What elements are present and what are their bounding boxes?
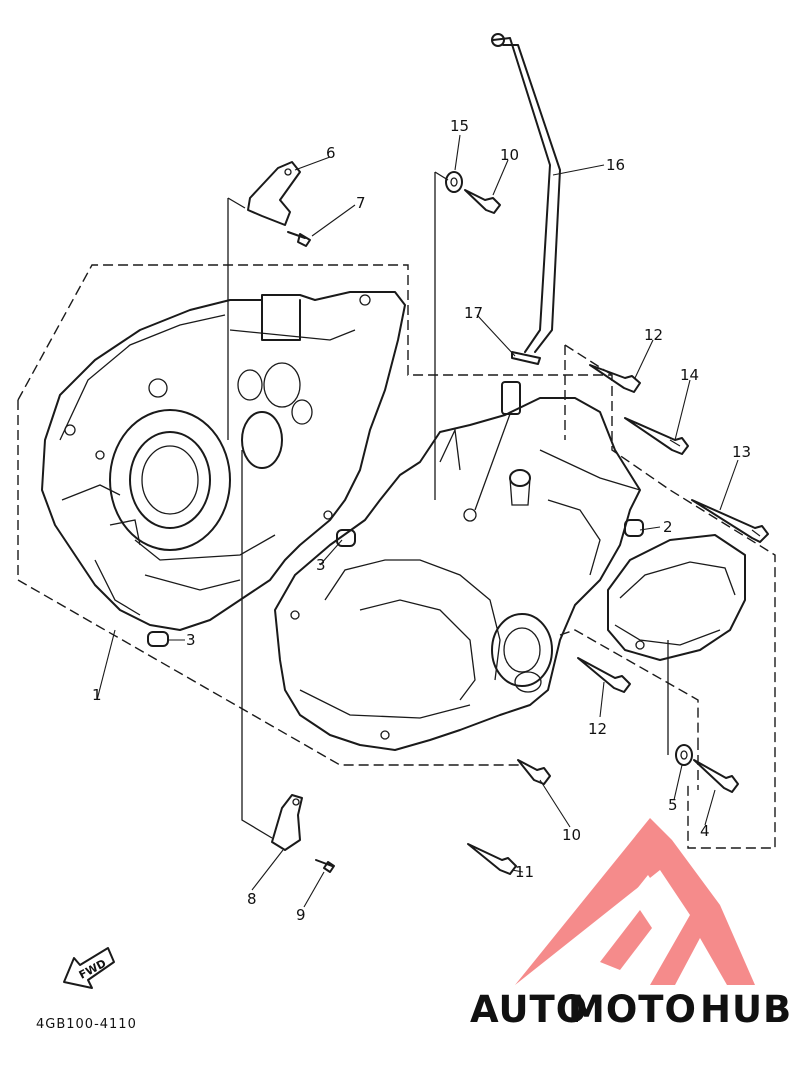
callout-10a: 10 [500,146,519,164]
bolts [464,189,769,875]
watermark-logo-icon [515,818,755,985]
callout-2: 2 [663,518,673,536]
dowel-pins [147,519,644,647]
retainer-plate-6 [247,161,301,226]
retainer-plate-8 [271,794,303,851]
watermark-auto: AUTO [470,988,588,1031]
callout-17: 17 [464,304,483,322]
callout-1: 1 [92,686,102,704]
callout-10b: 10 [562,826,581,844]
callout-3a: 3 [186,631,196,649]
crankcase-right-half [274,397,641,751]
watermark-hub: HUB [700,988,792,1031]
breather-hose [491,33,561,353]
crankcase-cover [607,534,746,661]
callout-5: 5 [668,796,678,814]
callout-14: 14 [680,366,699,384]
callout-9: 9 [296,906,306,924]
fwd-arrow: FWD [63,947,115,989]
callout-11: 11 [515,863,534,881]
assembly-dashed-outline [17,264,776,849]
callout-12b: 12 [588,720,607,738]
callout-8: 8 [247,890,257,908]
callout-13: 13 [732,443,751,461]
callout-6: 6 [326,144,336,162]
callout-4: 4 [700,822,710,840]
callout-12a: 12 [644,326,663,344]
watermark-brand: AUTO MOTO HUB [470,988,792,1031]
callout-7: 7 [356,194,366,212]
leader-lines [96,134,739,908]
alignment-lines [227,171,669,839]
washers [445,171,693,766]
callout-16: 16 [606,156,625,174]
watermark-moto: MOTO [568,988,697,1031]
diagram-code: 4GB100-4110 [36,1017,137,1032]
screws [287,231,335,873]
callout-15: 15 [450,117,469,135]
crankcase-left-half [41,291,406,631]
hose-clip [474,351,541,511]
callout-3b: 3 [316,556,326,574]
callout-labels: 1 2 3 3 4 5 6 7 8 9 10 10 11 12 12 13 14… [92,117,751,924]
